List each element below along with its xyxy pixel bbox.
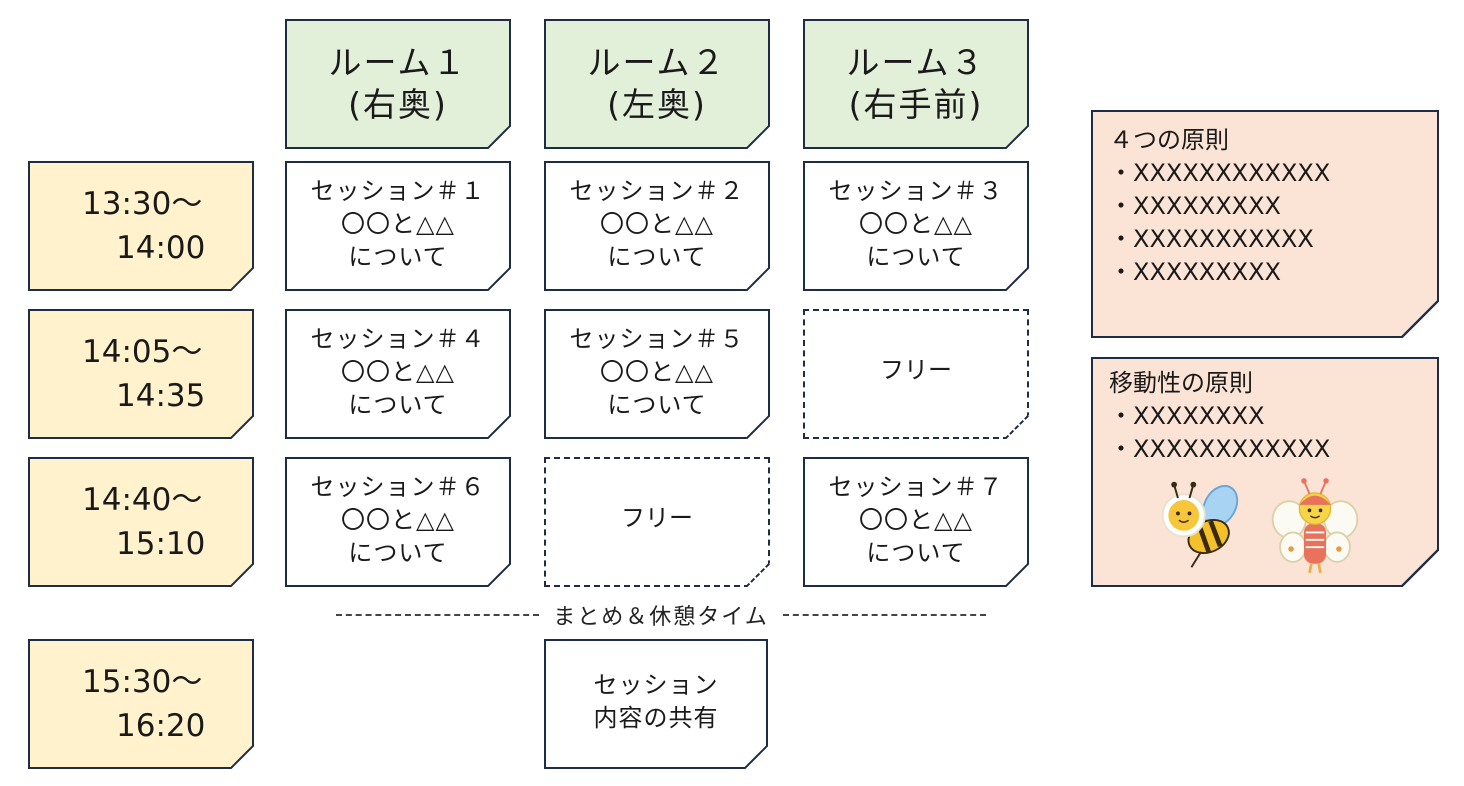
session-suffix: について: [607, 242, 707, 271]
time-slot-2: 14:05〜 14:35: [28, 309, 254, 439]
free-slot-room2: フリー: [544, 457, 770, 587]
time-start: 14:05〜: [82, 334, 203, 370]
principle-item: ・XXXXXXXXX: [1109, 258, 1281, 286]
room-1-name: ルーム１: [328, 43, 468, 82]
session-7-card: セッション＃７ 〇〇と△△ について: [803, 457, 1029, 587]
principle-item: ・XXXXXXXXX: [1109, 192, 1281, 220]
session-suffix: について: [866, 538, 966, 567]
session-2-card: セッション＃２ 〇〇と△△ について: [544, 161, 770, 291]
room-3-name: ルーム３: [846, 43, 986, 82]
room-2-header: ルーム２ (左奥): [544, 19, 770, 149]
page-curl-icon: [746, 415, 770, 439]
page-curl-icon: [230, 563, 254, 587]
room-2-name: ルーム２: [587, 43, 727, 82]
page-curl-icon: [487, 125, 511, 149]
page-curl-icon: [1401, 300, 1439, 338]
dashed-line-right: [782, 614, 986, 616]
session-3-card: セッション＃３ 〇〇と△△ について: [803, 161, 1029, 291]
mobility-item: ・XXXXXXXXXXXX: [1109, 435, 1331, 463]
session-topic: 〇〇と△△: [341, 357, 455, 386]
session-topic: 〇〇と△△: [600, 357, 714, 386]
session-suffix: について: [866, 242, 966, 271]
four-principles-title: ４つの原則: [1109, 126, 1229, 154]
principle-item: ・XXXXXXXXXXXX: [1109, 159, 1331, 187]
page-curl-icon: [487, 563, 511, 587]
session-5-card: セッション＃５ 〇〇と△△ について: [544, 309, 770, 439]
time-end: 16:20: [116, 708, 206, 744]
session-suffix: について: [607, 390, 707, 419]
four-principles-note: ４つの原則 ・XXXXXXXXXXXX ・XXXXXXXXX ・XXXXXXXX…: [1091, 110, 1439, 338]
page-curl-icon: [1401, 549, 1439, 587]
session-6-card: セッション＃６ 〇〇と△△ について: [285, 457, 511, 587]
page-curl-icon: [230, 267, 254, 291]
room-2-location: (左奥): [607, 85, 707, 124]
share-line-1: セッション: [593, 671, 719, 699]
free-label: フリー: [621, 503, 693, 532]
room-3-header: ルーム３ (右手前): [803, 19, 1029, 149]
room-3-location: (右手前): [848, 85, 984, 124]
page-curl-icon: [746, 563, 770, 587]
session-title: セッション＃７: [828, 472, 1004, 501]
time-end: 14:00: [116, 230, 206, 266]
session-title: セッション＃４: [310, 324, 486, 353]
session-suffix: について: [348, 242, 448, 271]
session-title: セッション＃１: [310, 176, 486, 205]
mobility-title: 移動性の原則: [1109, 369, 1253, 397]
butterfly-icon: [1271, 478, 1359, 574]
page-curl-icon: [1005, 415, 1029, 439]
session-topic: 〇〇と△△: [859, 505, 973, 534]
page-curl-icon: [1005, 125, 1029, 149]
time-start: 13:30〜: [82, 186, 203, 222]
bee-icon: [1161, 481, 1239, 568]
share-line-2: 内容の共有: [593, 704, 719, 732]
page-curl-icon: [487, 415, 511, 439]
break-label: まとめ＆休憩タイム: [553, 605, 769, 630]
session-title: セッション＃６: [310, 472, 486, 501]
page-curl-icon: [487, 267, 511, 291]
session-title: セッション＃５: [569, 324, 745, 353]
time-end: 15:10: [116, 526, 206, 562]
session-topic: 〇〇と△△: [341, 209, 455, 238]
room-1-location: (右奥): [348, 85, 448, 124]
break-divider: まとめ＆休憩タイム: [336, 598, 986, 632]
mobility-item: ・XXXXXXXX: [1109, 402, 1265, 430]
session-topic: 〇〇と△△: [600, 209, 714, 238]
free-slot-room3: フリー: [803, 309, 1029, 439]
share-session-card: セッション 内容の共有: [544, 639, 768, 769]
page-curl-icon: [746, 267, 770, 291]
free-label: フリー: [880, 355, 952, 384]
time-end: 14:35: [116, 378, 206, 414]
session-1-card: セッション＃１ 〇〇と△△ について: [285, 161, 511, 291]
time-slot-1: 13:30〜 14:00: [28, 161, 254, 291]
page-curl-icon: [1005, 267, 1029, 291]
time-start: 14:40〜: [82, 482, 203, 518]
page-curl-icon: [230, 745, 254, 769]
session-topic: 〇〇と△△: [859, 209, 973, 238]
page-curl-icon: [230, 415, 254, 439]
page-curl-icon: [744, 745, 768, 769]
session-4-card: セッション＃４ 〇〇と△△ について: [285, 309, 511, 439]
session-title: セッション＃２: [569, 176, 745, 205]
mobility-principle-note: 移動性の原則 ・XXXXXXXX ・XXXXXXXXXXXX: [1091, 357, 1439, 587]
session-title: セッション＃３: [828, 176, 1004, 205]
page-curl-icon: [1005, 563, 1029, 587]
page-curl-icon: [746, 125, 770, 149]
room-1-header: ルーム１ (右奥): [285, 19, 511, 149]
principle-item: ・XXXXXXXXXXX: [1109, 225, 1314, 253]
session-suffix: について: [348, 538, 448, 567]
time-slot-3: 14:40〜 15:10: [28, 457, 254, 587]
time-start: 15:30〜: [82, 664, 203, 700]
dashed-line-left: [336, 614, 540, 616]
session-suffix: について: [348, 390, 448, 419]
session-topic: 〇〇と△△: [341, 505, 455, 534]
time-slot-4: 15:30〜 16:20: [28, 639, 254, 769]
